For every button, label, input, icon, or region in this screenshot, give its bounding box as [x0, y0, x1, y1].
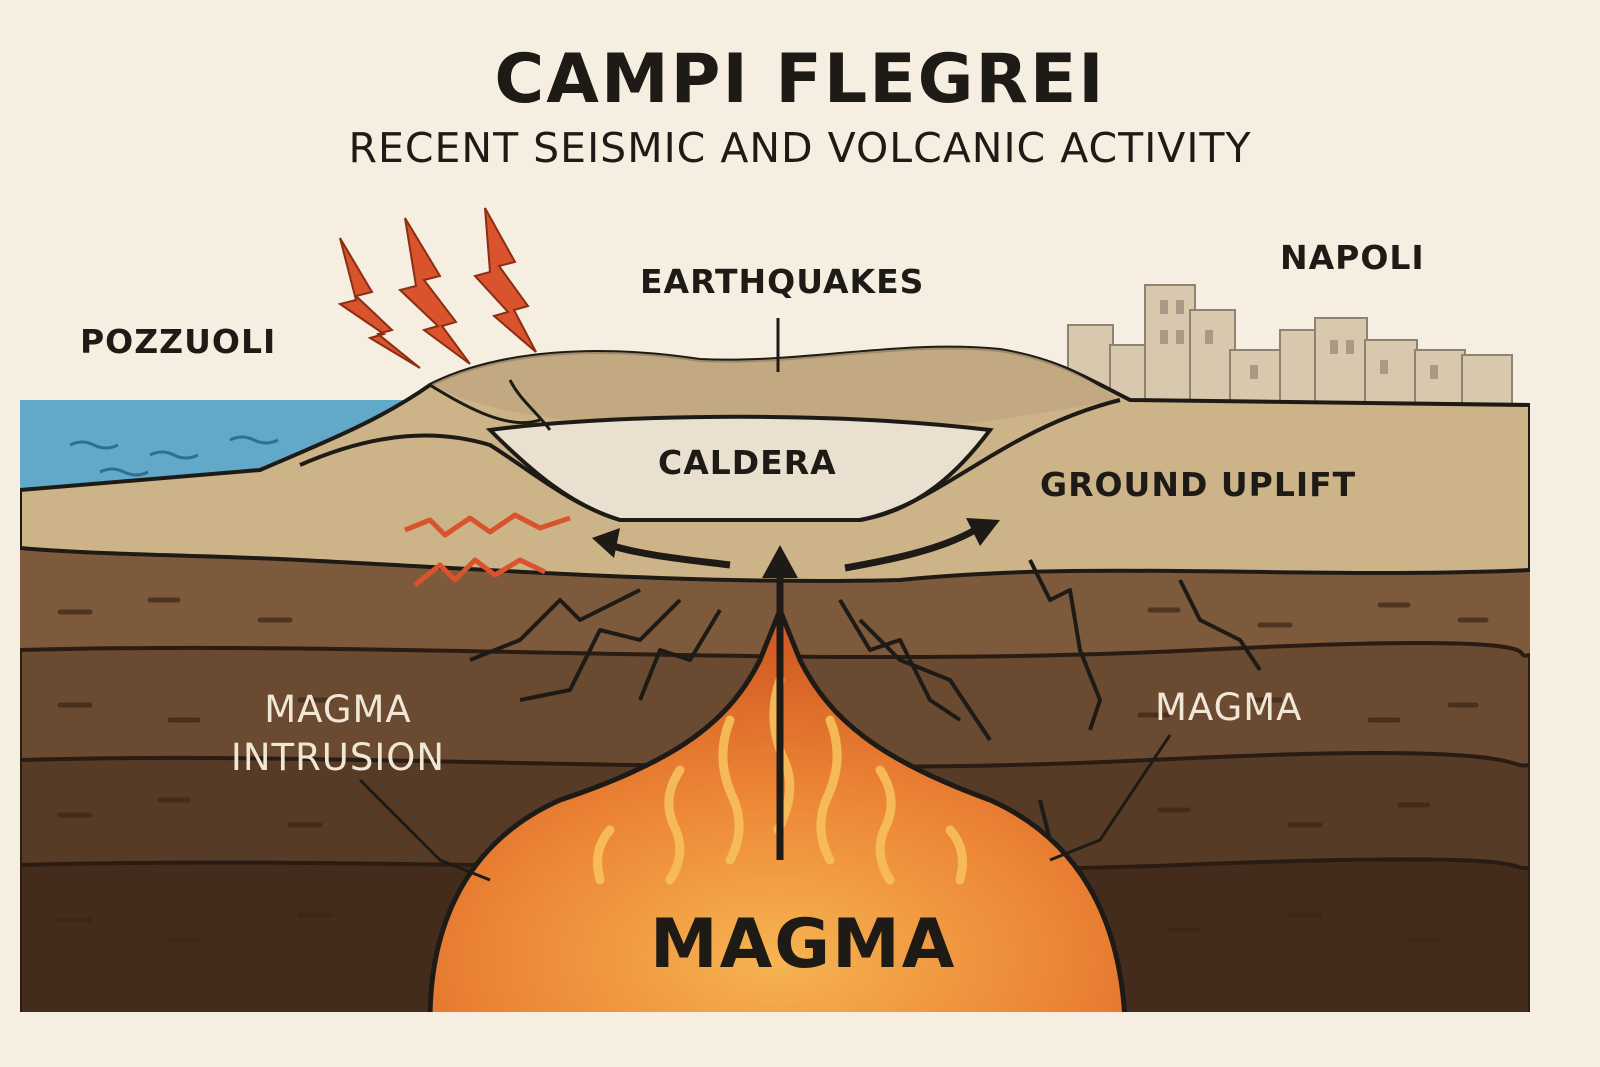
label-magma-right: MAGMA — [1155, 686, 1303, 729]
soil-texture — [57, 597, 1489, 943]
label-napoli: NAPOLI — [1280, 238, 1425, 277]
magma-right-leader — [1049, 734, 1172, 862]
lightning-bolt-icon — [473, 207, 537, 353]
label-caldera: CALDERA — [658, 443, 837, 482]
magma-intrusion-leader — [358, 778, 491, 882]
sea — [20, 400, 410, 490]
uplift-arrow-right-head — [966, 518, 1000, 546]
uplift-arrow-left-head — [592, 528, 620, 558]
lightning-bolt-icon — [337, 237, 421, 369]
lightning-bolts — [337, 207, 537, 369]
label-magma-main: MAGMA — [650, 905, 957, 984]
label-pozzuoli: POZZUOLI — [80, 322, 277, 361]
diagram-title: CAMPI FLEGREI — [494, 40, 1106, 119]
sea-waves — [69, 435, 279, 477]
upper-mound — [430, 347, 1120, 433]
label-magma-intrusion-line1: MAGMA — [264, 688, 412, 731]
uplift-line — [859, 398, 1121, 522]
uplift-arrow-right — [844, 526, 977, 572]
label-magma-intrusion-line2: INTRUSION — [230, 736, 446, 779]
fault-line-small — [508, 379, 552, 431]
city-windows — [1160, 300, 1438, 379]
diagram-subtitle: RECENT SEISMIC AND VOLCANIC ACTIVITY — [348, 124, 1252, 172]
fault-line-left — [429, 383, 541, 425]
label-ground-uplift: GROUND UPLIFT — [1040, 465, 1357, 504]
seismic-waves — [404, 512, 571, 587]
lightning-bolt-icon — [397, 217, 471, 365]
label-magma-intrusion: MAGMA INTRUSION — [218, 686, 458, 782]
napoli-city — [1067, 284, 1513, 406]
magma-flames — [593, 675, 967, 885]
label-earthquakes: EARTHQUAKES — [640, 262, 925, 301]
uplift-arrow-left — [608, 541, 731, 569]
caldera-rim-line — [299, 433, 621, 522]
magma-rise-arrowhead — [762, 545, 798, 578]
